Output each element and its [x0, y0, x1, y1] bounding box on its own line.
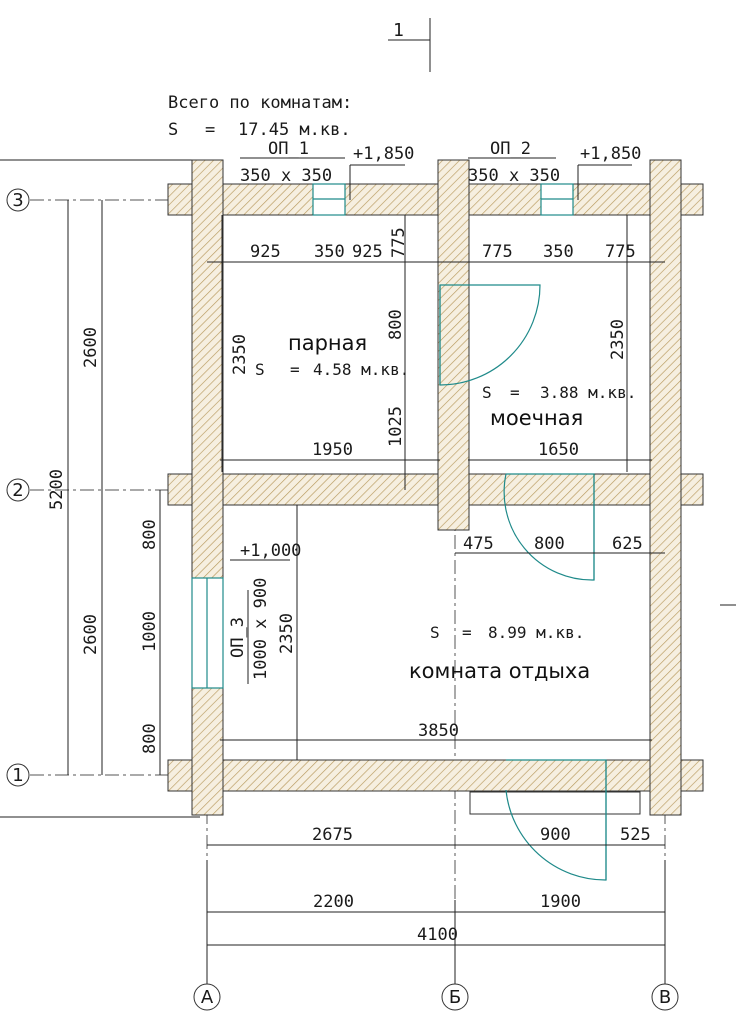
summary-area-label: S [168, 120, 178, 140]
window-op3-size: 1000 х 900 [251, 578, 271, 680]
room-area-eq-komnata-otdykha: = [462, 623, 472, 642]
door-entrance [505, 759, 607, 881]
room-area-parnaya: 4.58 м.кв. [313, 360, 409, 379]
dim-top-left-1: 350 [314, 242, 345, 262]
room-area-label-komnata-otdykha: S [430, 623, 440, 642]
dim-total-height: 5200 [47, 469, 67, 510]
room-area-moechnaya: 3.88 м.кв. [540, 383, 636, 402]
dim-bottom-row-2: 525 [620, 825, 651, 845]
dim-top-left-2: 925 [352, 242, 383, 262]
window-op1-level: +1,850 [353, 144, 414, 164]
dim-rest-height: 2350 [277, 613, 297, 654]
dim-bottom-row-1: 900 [540, 825, 571, 845]
window-op2-level: +1,850 [580, 144, 641, 164]
dimension-lines [67, 18, 666, 985]
window-op2-name: ОП_2 [490, 139, 531, 159]
dim-door-1025: 1025 [386, 406, 406, 447]
axis-label-col-b: Б [449, 987, 461, 1008]
dim-rest-width: 3850 [418, 721, 459, 741]
dim-left-half-0: 2600 [81, 327, 101, 368]
axis-bubble-b [441, 983, 469, 1011]
axis-label-col-a: А [201, 987, 214, 1008]
dim-total-width: 4100 [417, 925, 458, 945]
summary-area-eq: = [205, 120, 215, 140]
window-op1-size: 350 х 350 [240, 166, 332, 186]
dim-left-col-0: 800 [140, 519, 160, 550]
dim-left-half-1: 2600 [81, 614, 101, 655]
axis-label-row-2: 2 [12, 480, 23, 501]
door-moechnaya [503, 473, 595, 581]
dim-mid-row-0: 475 [463, 534, 494, 554]
axis-bubble-3 [6, 188, 30, 212]
dim-left-col-2: 800 [140, 723, 160, 754]
dim-mid-row-2: 625 [612, 534, 643, 554]
dim-top-right-0: 775 [482, 242, 513, 262]
door-parnaya [439, 284, 541, 386]
axis-grid [0, 159, 736, 985]
window-op2-size: 350 х 350 [468, 166, 560, 186]
axis-bubble-2 [6, 478, 30, 502]
openings [191, 183, 607, 881]
window-op1-name: ОП_1 [268, 139, 309, 159]
walls [167, 159, 704, 816]
dim-top-right-2: 775 [605, 242, 636, 262]
room-name-komnata-otdykha: комната отдыха [409, 659, 590, 683]
dim-door-800: 800 [386, 309, 406, 340]
dim-left-col-1: 1000 [140, 611, 160, 652]
room-name-moechnaya: моечная [490, 406, 583, 430]
dim-moech-height: 2350 [608, 319, 628, 360]
dim-top-left-0: 925 [250, 242, 281, 262]
room-area-komnata-otdykha: 8.99 м.кв. [488, 623, 584, 642]
dim-door-775: 775 [389, 227, 409, 258]
room-area-eq-moechnaya: = [510, 383, 520, 402]
room-area-eq-parnaya: = [290, 360, 300, 379]
axis-bubble-a [193, 983, 221, 1011]
axis-bubbles: 3 2 1 А Б В [6, 188, 679, 1011]
room-name-parnaya: парная [288, 331, 367, 355]
room-area-label-moechnaya: S [482, 383, 492, 402]
axis-label-row-1: 1 [12, 765, 23, 786]
axis-label-col-v: В [659, 987, 671, 1008]
dim-moech-width: 1650 [538, 440, 579, 460]
summary-area-value: 17.45 м.кв. [238, 120, 351, 140]
section-mark: 1 [393, 20, 404, 41]
room-area-label-parnaya: S [255, 360, 265, 379]
summary-title: Всего по комнатам: [168, 93, 352, 113]
window-op3-name: ОП_3 [228, 617, 248, 658]
axis-bubble-v [651, 983, 679, 1011]
dim-parnaya-height: 2350 [230, 334, 250, 375]
window-op3-level: +1,000 [240, 541, 301, 561]
axis-bubble-1 [6, 763, 30, 787]
dim-parnaya-width: 1950 [312, 440, 353, 460]
dimension-labels: 925 350 925 775 350 775 775 2350 1950 80… [47, 227, 651, 945]
dim-mid-row-1: 800 [534, 534, 565, 554]
dim-axis-row-0: 2200 [313, 892, 354, 912]
dim-axis-row-1: 1900 [540, 892, 581, 912]
dim-bottom-row-0: 2675 [312, 825, 353, 845]
axis-label-row-3: 3 [12, 190, 23, 211]
dim-top-right-1: 350 [543, 242, 574, 262]
